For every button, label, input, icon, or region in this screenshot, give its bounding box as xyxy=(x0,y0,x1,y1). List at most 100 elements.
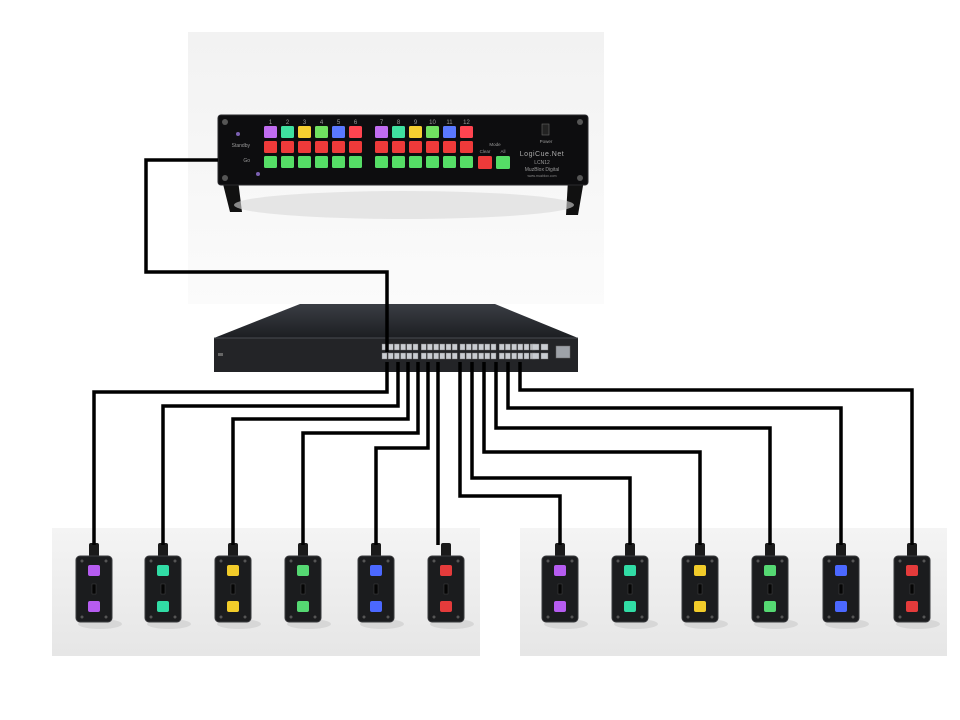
channel-select-key[interactable] xyxy=(281,126,294,138)
switch-port[interactable] xyxy=(439,352,445,360)
switch-port[interactable] xyxy=(406,352,412,360)
uplink-port[interactable] xyxy=(540,343,549,351)
acknowledge-slot[interactable] xyxy=(909,583,915,595)
switch-port[interactable] xyxy=(484,352,490,360)
switch-port[interactable] xyxy=(400,352,406,360)
acknowledge-slot[interactable] xyxy=(160,583,166,595)
go-key[interactable] xyxy=(460,156,473,168)
standby-key[interactable] xyxy=(298,141,311,153)
switch-port[interactable] xyxy=(466,343,472,351)
switch-port[interactable] xyxy=(439,343,445,351)
switch-port[interactable] xyxy=(427,352,433,360)
go-key[interactable] xyxy=(332,156,345,168)
acknowledge-slot[interactable] xyxy=(373,583,379,595)
switch-port[interactable] xyxy=(406,343,412,351)
power-switch[interactable] xyxy=(541,123,550,136)
go-key[interactable] xyxy=(443,156,456,168)
standby-key[interactable] xyxy=(281,141,294,153)
go-key[interactable] xyxy=(375,156,388,168)
switch-port[interactable] xyxy=(478,352,484,360)
channel-select-key[interactable] xyxy=(332,126,345,138)
switch-port[interactable] xyxy=(459,343,466,351)
go-key[interactable] xyxy=(392,156,405,168)
go-key[interactable] xyxy=(315,156,328,168)
switch-port[interactable] xyxy=(517,343,523,351)
channel-select-key[interactable] xyxy=(315,126,328,138)
go-key[interactable] xyxy=(298,156,311,168)
channel-select-key[interactable] xyxy=(426,126,439,138)
channel-select-key[interactable] xyxy=(375,126,388,138)
acknowledge-slot[interactable] xyxy=(627,583,633,595)
switch-port[interactable] xyxy=(472,352,478,360)
acknowledge-slot[interactable] xyxy=(557,583,563,595)
channel-select-key[interactable] xyxy=(409,126,422,138)
standby-key[interactable] xyxy=(375,141,388,153)
channel-select-key[interactable] xyxy=(460,126,473,138)
switch-port[interactable] xyxy=(433,343,439,351)
switch-port[interactable] xyxy=(388,352,394,360)
standby-key[interactable] xyxy=(443,141,456,153)
acknowledge-slot[interactable] xyxy=(300,583,306,595)
switch-port[interactable] xyxy=(472,343,478,351)
switch-port[interactable] xyxy=(412,352,419,360)
switch-port[interactable] xyxy=(478,343,484,351)
channel-select-key[interactable] xyxy=(392,126,405,138)
acknowledge-slot[interactable] xyxy=(91,583,97,595)
switch-port[interactable] xyxy=(490,352,497,360)
switch-port[interactable] xyxy=(445,343,452,351)
standby-key[interactable] xyxy=(349,141,362,153)
channel-select-key[interactable] xyxy=(298,126,311,138)
uplink-port[interactable] xyxy=(531,352,540,360)
all-button[interactable] xyxy=(496,156,510,169)
switch-port[interactable] xyxy=(511,343,517,351)
acknowledge-slot[interactable] xyxy=(767,583,773,595)
switch-port[interactable] xyxy=(459,352,466,360)
switch-port[interactable] xyxy=(484,343,490,351)
acknowledge-slot[interactable] xyxy=(838,583,844,595)
switch-port[interactable] xyxy=(394,352,400,360)
go-key[interactable] xyxy=(281,156,294,168)
switch-port[interactable] xyxy=(505,343,511,351)
channel-select-key[interactable] xyxy=(443,126,456,138)
switch-port[interactable] xyxy=(490,343,497,351)
switch-port[interactable] xyxy=(499,352,505,360)
go-key[interactable] xyxy=(349,156,362,168)
switch-port[interactable] xyxy=(466,352,472,360)
switch-port[interactable] xyxy=(421,343,427,351)
standby-key[interactable] xyxy=(460,141,473,153)
acknowledge-slot[interactable] xyxy=(230,583,236,595)
switch-port[interactable] xyxy=(452,352,458,360)
standby-key[interactable] xyxy=(332,141,345,153)
switch-port[interactable] xyxy=(452,343,458,351)
switch-port[interactable] xyxy=(433,352,439,360)
switch-port[interactable] xyxy=(517,352,523,360)
switch-port[interactable] xyxy=(421,352,427,360)
go-key[interactable] xyxy=(264,156,277,168)
go-key[interactable] xyxy=(409,156,422,168)
switch-port[interactable] xyxy=(400,343,406,351)
standby-key[interactable] xyxy=(392,141,405,153)
sfp-port[interactable] xyxy=(555,345,571,359)
channel-select-key[interactable] xyxy=(264,126,277,138)
switch-port[interactable] xyxy=(445,352,452,360)
channel-select-key[interactable] xyxy=(349,126,362,138)
switch-port[interactable] xyxy=(511,352,517,360)
standby-key[interactable] xyxy=(264,141,277,153)
switch-port[interactable] xyxy=(505,352,511,360)
switch-port[interactable] xyxy=(499,343,505,351)
switch-port[interactable] xyxy=(523,343,530,351)
acknowledge-slot[interactable] xyxy=(697,583,703,595)
switch-port[interactable] xyxy=(394,343,400,351)
switch-port[interactable] xyxy=(427,343,433,351)
switch-port[interactable] xyxy=(412,343,419,351)
switch-port[interactable] xyxy=(388,343,394,351)
acknowledge-slot[interactable] xyxy=(443,583,449,595)
uplink-port[interactable] xyxy=(540,352,549,360)
switch-port[interactable] xyxy=(523,352,530,360)
switch-port[interactable] xyxy=(381,352,388,360)
clear-button[interactable] xyxy=(478,156,492,169)
standby-key[interactable] xyxy=(315,141,328,153)
standby-key[interactable] xyxy=(409,141,422,153)
standby-key[interactable] xyxy=(426,141,439,153)
go-key[interactable] xyxy=(426,156,439,168)
